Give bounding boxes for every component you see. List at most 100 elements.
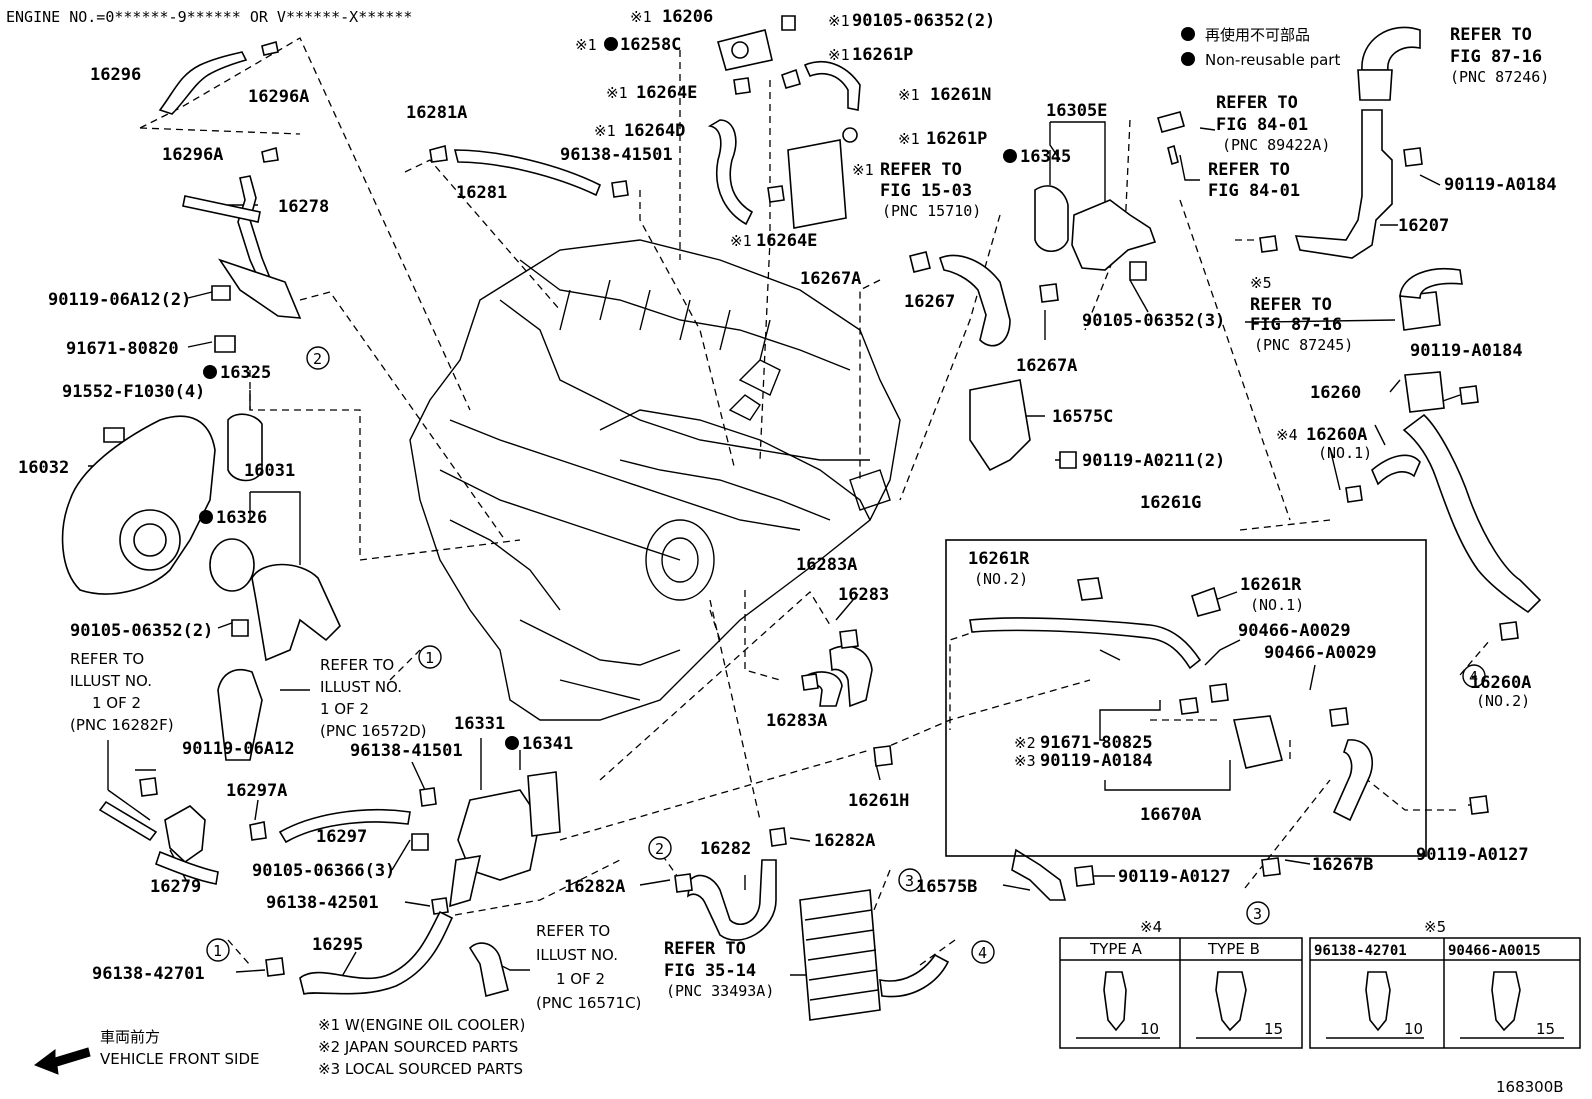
- refer-label[interactable]: REFER TO: [664, 939, 746, 959]
- refer-label[interactable]: REFER TO: [320, 656, 394, 674]
- part-label[interactable]: 16207: [1398, 216, 1449, 236]
- part-label[interactable]: 90466-A0029: [1238, 621, 1351, 641]
- part-label[interactable]: 16267: [904, 292, 955, 312]
- part-label[interactable]: 16260: [1310, 383, 1361, 403]
- refer-label[interactable]: REFER TO: [70, 650, 144, 668]
- part-label[interactable]: 16297: [316, 827, 367, 847]
- part-label[interactable]: 16260A: [1470, 673, 1531, 693]
- part-label[interactable]: 16296: [90, 65, 141, 85]
- valve-16260: [1404, 371, 1445, 413]
- refer-label[interactable]: ILLUST NO.: [70, 672, 152, 690]
- part-label[interactable]: 16031: [244, 461, 295, 481]
- non-reusable-bullet-icon: [199, 510, 213, 524]
- clamp-16283A-2: [801, 673, 819, 691]
- refer-label[interactable]: FIG 84-01: [1208, 181, 1300, 201]
- part-label[interactable]: 16296A: [248, 87, 309, 107]
- part-label[interactable]: 90105-06352(2): [852, 11, 995, 31]
- refer-label[interactable]: ILLUST NO.: [320, 678, 402, 696]
- part-label[interactable]: 16295: [312, 935, 363, 955]
- clamp-16261P-2: [842, 127, 858, 143]
- part-label[interactable]: 91671-80820: [66, 339, 179, 359]
- part-label[interactable]: 16206: [662, 7, 713, 27]
- part-label[interactable]: 16305E: [1046, 101, 1107, 121]
- part-label[interactable]: 16282: [700, 839, 751, 859]
- part-label[interactable]: 16282A: [564, 877, 625, 897]
- part-label[interactable]: 16281A: [406, 103, 467, 123]
- part-label[interactable]: 90466-A0029: [1264, 643, 1377, 663]
- refer-pnc: (PNC 87246): [1450, 68, 1549, 86]
- part-label[interactable]: 16267A: [800, 269, 861, 289]
- part-label[interactable]: 16326: [216, 508, 267, 528]
- part-label[interactable]: 16261G: [1140, 493, 1201, 513]
- part-label[interactable]: 96138-42501: [266, 893, 379, 913]
- part-label[interactable]: 16283A: [796, 555, 857, 575]
- part-label[interactable]: 16331: [454, 714, 505, 734]
- part-label[interactable]: 90119-A0211(2): [1082, 451, 1225, 471]
- part-label[interactable]: 16670A: [1140, 805, 1201, 825]
- part-label[interactable]: 16278: [278, 197, 329, 217]
- refer-label[interactable]: FIG 87-16: [1250, 315, 1342, 335]
- part-label[interactable]: 96138-41501: [350, 741, 463, 761]
- refer-label[interactable]: FIG 35-14: [664, 961, 756, 981]
- part-label[interactable]: 16264E: [636, 83, 697, 103]
- part-label[interactable]: 96138-41501: [560, 145, 673, 165]
- refer-label[interactable]: REFER TO: [1216, 93, 1298, 113]
- part-label[interactable]: 90119-A0127: [1118, 867, 1231, 887]
- part-label[interactable]: 16261R: [1240, 575, 1302, 595]
- note-1: ※1 W(ENGINE OIL COOLER): [318, 1016, 525, 1034]
- part-label[interactable]: 90119-A0184: [1040, 751, 1153, 771]
- part-label[interactable]: 90105-06352(2): [70, 621, 213, 641]
- part-label[interactable]: 16575C: [1052, 407, 1113, 427]
- part-label[interactable]: 16267A: [1016, 356, 1077, 376]
- part-label[interactable]: 16261P: [926, 129, 987, 149]
- part-label[interactable]: 90119-06A12(2): [48, 290, 191, 310]
- part-label[interactable]: 16341: [522, 734, 573, 754]
- part-label[interactable]: 90105-06366(3): [252, 861, 395, 881]
- refer-label[interactable]: REFER TO: [1208, 160, 1290, 180]
- part-label[interactable]: 16575B: [916, 877, 977, 897]
- part-label[interactable]: 16345: [1020, 147, 1071, 167]
- part-label[interactable]: 90119-A0184: [1444, 175, 1557, 195]
- refer-label[interactable]: FIG 84-01: [1216, 115, 1308, 135]
- part-label[interactable]: 90119-A0184: [1410, 341, 1523, 361]
- refer-label[interactable]: REFER TO: [880, 160, 962, 180]
- part-label[interactable]: 16261R: [968, 549, 1030, 569]
- part-label[interactable]: 96138-42701: [92, 964, 205, 984]
- part-label[interactable]: 90119-A0127: [1416, 845, 1529, 865]
- refer-label[interactable]: REFER TO: [1250, 295, 1332, 315]
- part-label[interactable]: 16282A: [814, 831, 875, 851]
- refer-label[interactable]: REFER TO: [1450, 25, 1532, 45]
- part-label[interactable]: 16261N: [930, 85, 991, 105]
- part-label[interactable]: 16296A: [162, 145, 223, 165]
- part-label[interactable]: 16260A: [1306, 425, 1367, 445]
- legend-jp: 再使用不可部品: [1205, 26, 1310, 44]
- refer-label: 1 OF 2: [320, 700, 369, 718]
- refer-pnc: (PNC 87245): [1254, 336, 1353, 354]
- hose-16267: [939, 254, 1011, 347]
- refer-label[interactable]: ILLUST NO.: [536, 946, 618, 964]
- part-label[interactable]: 16264D: [624, 121, 685, 141]
- hose-16261R: [969, 617, 1202, 670]
- refer-label[interactable]: FIG 87-16: [1450, 47, 1542, 67]
- clamp-16283A: [839, 629, 859, 649]
- part-label[interactable]: 16279: [150, 877, 201, 897]
- part-label[interactable]: 16032: [18, 458, 69, 478]
- bolt-90119-A0127: [1074, 865, 1095, 887]
- part-label[interactable]: 16297A: [226, 781, 287, 801]
- part-label[interactable]: 16258C: [620, 35, 681, 55]
- part-label[interactable]: 16267B: [1312, 855, 1373, 875]
- refer-label[interactable]: FIG 15-03: [880, 181, 972, 201]
- part-label[interactable]: 16283: [838, 585, 889, 605]
- part-label[interactable]: 16261H: [848, 791, 909, 811]
- part-label[interactable]: 91671-80825: [1040, 733, 1153, 753]
- part-label[interactable]: 16325: [220, 363, 271, 383]
- part-label[interactable]: 90105-06352(3): [1082, 311, 1225, 331]
- part-label[interactable]: 91552-F1030(4): [62, 382, 205, 402]
- clip-96138-42701: [1259, 235, 1278, 253]
- part-label[interactable]: 16261P: [852, 45, 913, 65]
- part-label[interactable]: 16264E: [756, 231, 817, 251]
- refer-label[interactable]: REFER TO: [536, 922, 610, 940]
- part-label[interactable]: 90119-06A12: [182, 739, 295, 759]
- part-label[interactable]: 16281: [456, 183, 507, 203]
- part-label[interactable]: 16283A: [766, 711, 827, 731]
